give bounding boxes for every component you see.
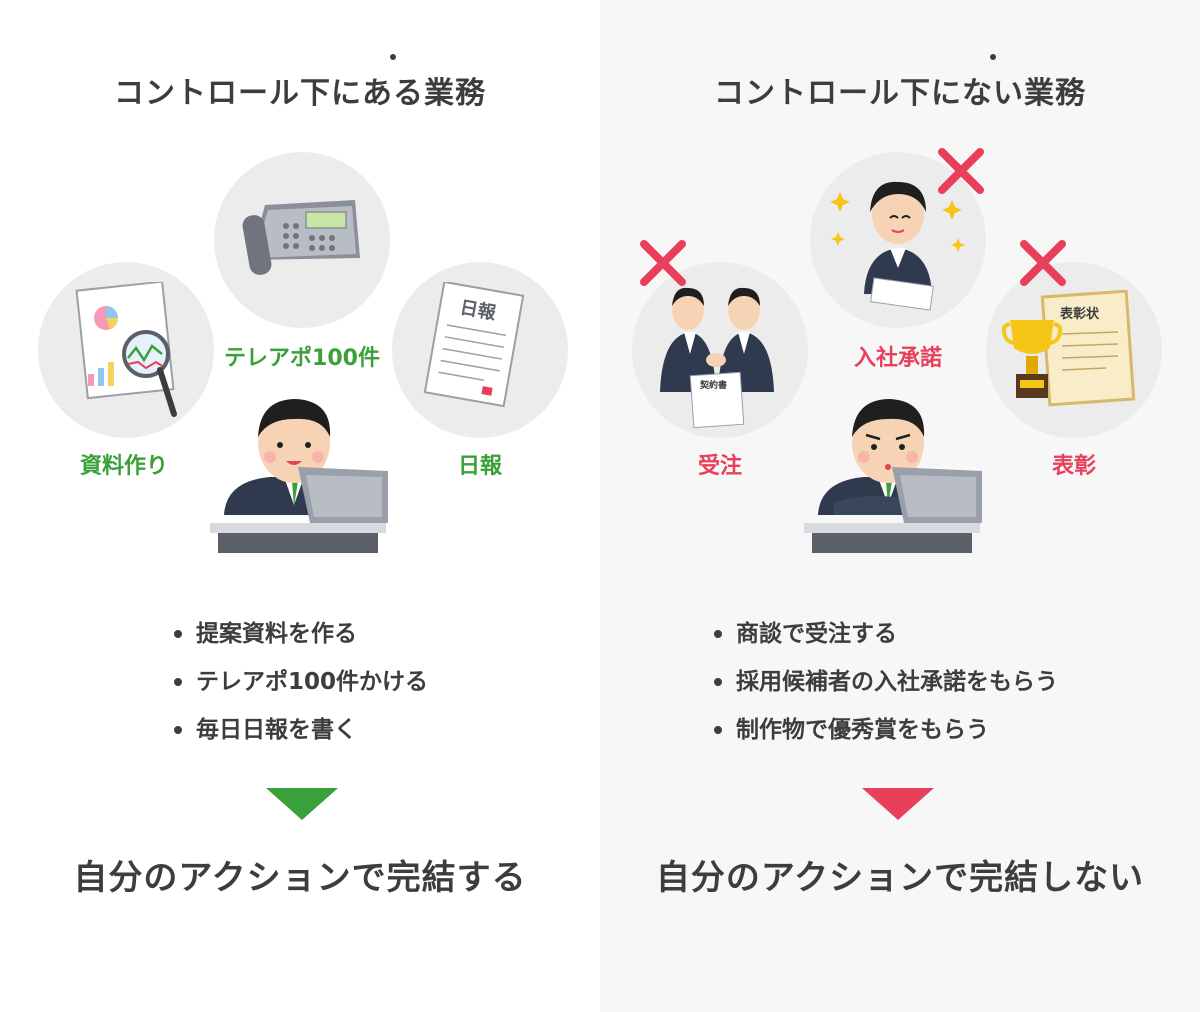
left-bullet-list: 提案資料を作る テレアポ100件かける 毎日日報を書く — [170, 617, 428, 761]
bullet-item: 制作物で優秀賞をもらう — [710, 713, 1058, 761]
phone-icon — [242, 200, 360, 275]
svg-text:表彰状: 表彰状 — [1059, 306, 1100, 322]
controllable-panel: コントロール下にある業務 テレアポ100件 — [0, 54, 600, 898]
bullet-item: 毎日日報を書く — [170, 713, 428, 761]
down-arrow-icon — [266, 788, 338, 820]
daily-report-icon: 日報 — [423, 282, 525, 408]
bullet-item: テレアポ100件かける — [170, 665, 428, 713]
troubled-worker-icon — [804, 399, 982, 553]
report-icon — [75, 282, 177, 417]
item-label-nippo: 日報 — [457, 454, 502, 479]
svg-text:契約書: 契約書 — [699, 379, 727, 391]
item-label-teleapo: テレアポ100件 — [224, 346, 380, 371]
right-bullet-list: 商談で受注する 採用候補者の入社承諾をもらう 制作物で優秀賞をもらう — [710, 617, 1058, 761]
uncontrollable-panel: コントロール下にない業務 入社承諾 — [600, 0, 1200, 1012]
right-title-emphasis: ない — [962, 54, 1024, 112]
bullet-item: 商談で受注する — [710, 617, 1058, 665]
left-title-emphasis: ある — [362, 54, 424, 112]
handshake-icon: 契約書 — [660, 287, 774, 428]
item-label-shiryo: 資料作り — [79, 454, 168, 479]
item-label-juchu: 受注 — [697, 454, 742, 479]
x-mark-icon — [938, 148, 984, 194]
item-label-nyusha: 入社承諾 — [853, 346, 942, 371]
item-label-hyosho: 表彰 — [1051, 454, 1096, 479]
down-arrow-icon — [862, 788, 934, 820]
smiling-worker-icon — [210, 399, 388, 553]
x-mark-icon — [1020, 240, 1066, 286]
award-icon: 表彰状 — [1002, 290, 1136, 407]
right-conclusion: 自分のアクションで完結しない — [655, 858, 1145, 898]
new-hire-icon — [830, 181, 965, 311]
left-conclusion: 自分のアクションで完結する — [73, 858, 527, 898]
x-mark-icon — [640, 240, 686, 286]
bullet-item: 採用候補者の入社承諾をもらう — [710, 665, 1058, 713]
right-title: コントロール下にない業務 — [600, 54, 1200, 112]
bullet-item: 提案資料を作る — [170, 617, 428, 665]
left-title: コントロール下にある業務 — [0, 54, 600, 112]
